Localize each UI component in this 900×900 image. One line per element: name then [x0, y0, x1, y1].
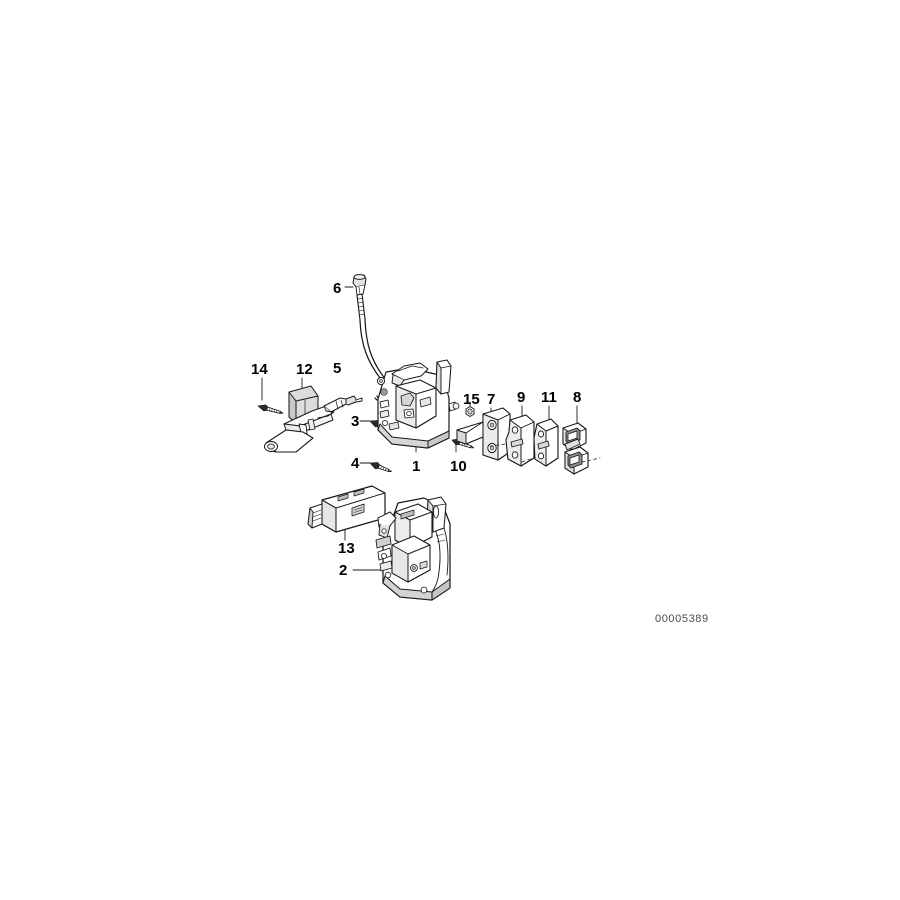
part-7-striker-bracket: [456, 407, 511, 461]
callout-2: 2: [339, 562, 348, 579]
part-4-screw: [359, 462, 392, 473]
callout-7: 7: [487, 391, 496, 408]
callout-13: 13: [338, 540, 355, 557]
callout-9: 9: [517, 389, 526, 406]
diagram-id-watermark: 00005389: [655, 613, 709, 625]
callout-12: 12: [296, 361, 313, 378]
callout-11: 11: [541, 389, 557, 406]
part-11-spacer-plate: [521, 405, 559, 467]
part-13-control-module: [307, 485, 386, 541]
part-14-screw: [257, 377, 284, 414]
callout-3: 3: [351, 413, 360, 430]
callout-5: 5: [333, 360, 342, 377]
callout-10: 10: [450, 458, 467, 475]
callout-6: 6: [333, 280, 342, 297]
part-8-double-striker: [562, 405, 601, 475]
part-1-door-lock: [376, 359, 460, 453]
part-12-actuator: [264, 377, 363, 453]
part-9-catch-plate: [489, 405, 535, 467]
callout-14: 14: [251, 361, 268, 378]
part-2-door-lock-rear: [352, 496, 451, 601]
callout-15: 15: [463, 391, 480, 408]
callout-1: 1: [412, 458, 421, 475]
callout-4: 4: [351, 455, 360, 472]
part-15-nut: [465, 401, 475, 417]
callout-8: 8: [573, 389, 582, 406]
